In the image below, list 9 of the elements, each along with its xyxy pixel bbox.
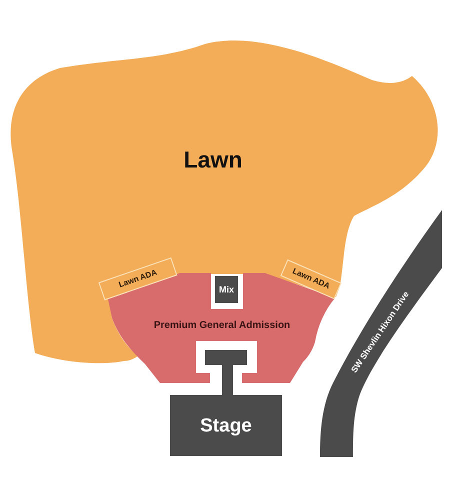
booth-label: Mix (219, 286, 234, 294)
stage (170, 350, 282, 456)
stage-label: Stage (200, 416, 252, 436)
area-label: Lawn (184, 148, 242, 172)
ada-area (99, 258, 177, 300)
area-label: Lawn ADA (118, 268, 158, 290)
area-label: Lawn ADA (291, 267, 331, 291)
area-label: Premium General Admission (154, 321, 290, 331)
mix-booth (215, 276, 238, 303)
